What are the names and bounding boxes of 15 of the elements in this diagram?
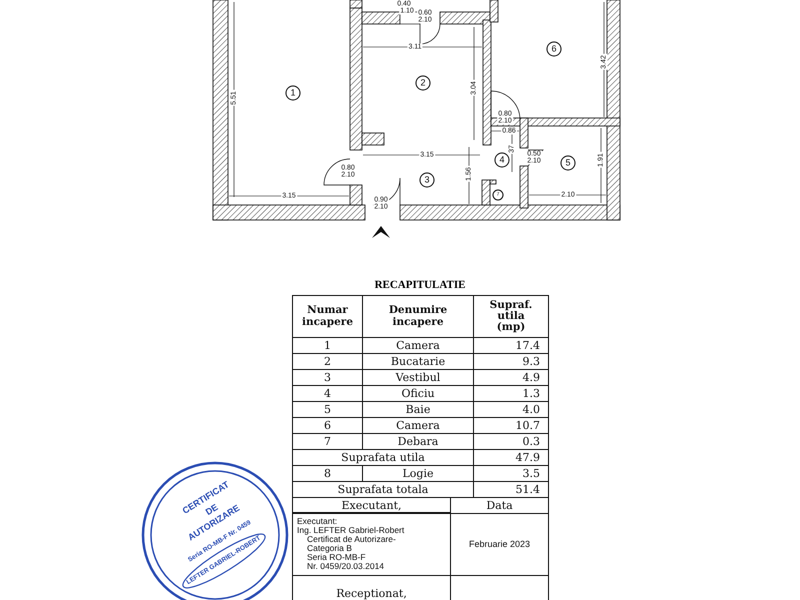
column-header: Numar incapere: [292, 295, 363, 338]
certificate-text: Nr. 0459/20.03.2014: [307, 562, 386, 571]
certificate-text: Executant:: [297, 517, 338, 526]
room-number: 2: [416, 76, 430, 90]
column-header: Supraf. utila (mp): [473, 295, 549, 338]
certificate-text: Certificat de Autorizare-Categoria B: [307, 535, 397, 553]
table-cell: Executant,: [292, 497, 451, 514]
room-number: 5: [560, 156, 576, 170]
room-number: 6: [546, 42, 562, 56]
table-title: RECAPITULATIE: [374, 279, 466, 291]
room-number: 1: [286, 86, 300, 100]
room-number: 4: [494, 152, 510, 168]
certificate-text: Ing. LEFTER Gabriel-Robert: [297, 526, 406, 535]
room-number: 3: [420, 172, 434, 188]
certificate-text: Seria RO-MB-F: [307, 553, 367, 562]
